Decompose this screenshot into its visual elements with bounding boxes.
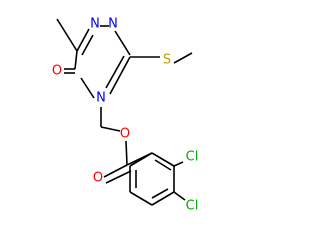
bond-c6-methyl <box>56 18 78 52</box>
atom-n4-label: N <box>96 91 106 106</box>
atom-n1-label: N <box>90 17 100 32</box>
atom-o-ester-label: O <box>120 127 130 142</box>
bond-n4-c5 <box>80 77 95 99</box>
molecule-diagram: N N O N S O O Cl Cl <box>52 17 199 214</box>
bond-ring-1-2-double <box>154 159 172 171</box>
bond-s-methyl <box>173 52 193 64</box>
bond-carbonylc-o <box>103 164 128 178</box>
bond-ring-4-5 <box>129 191 153 206</box>
bond-ring-6-1 <box>129 152 153 167</box>
bond-c3-n4-double <box>105 55 125 89</box>
bond-ring-cl-para <box>173 191 186 201</box>
atom-cl-para-label: Cl <box>186 199 199 214</box>
atom-s-label: S <box>163 53 171 68</box>
bond-ring-cl-ortho <box>173 161 184 167</box>
bond-carbonylc-o-double <box>105 170 132 184</box>
bond-c6-n1 <box>76 28 90 52</box>
bond-c6-n1-double <box>81 34 94 56</box>
bond-o-carbonylc <box>125 140 128 166</box>
bond-n2-c3 <box>114 30 131 56</box>
bond-ch2-o <box>100 126 121 132</box>
bond-ring-1-2 <box>151 152 175 167</box>
atom-cl-ortho-label: Cl <box>186 150 199 165</box>
atom-o-carbonyl-label: O <box>93 171 103 186</box>
atom-n2-label: N <box>108 17 118 32</box>
bond-c5-c6 <box>74 50 78 70</box>
bond-ring-3-4-double <box>151 188 169 199</box>
bond-c3-n4 <box>109 56 131 95</box>
structure-canvas: N N O N S O O Cl Cl <box>51 16 199 214</box>
bond-ring-3-4 <box>151 191 175 206</box>
atom-o-ketone-label: O <box>52 64 62 79</box>
